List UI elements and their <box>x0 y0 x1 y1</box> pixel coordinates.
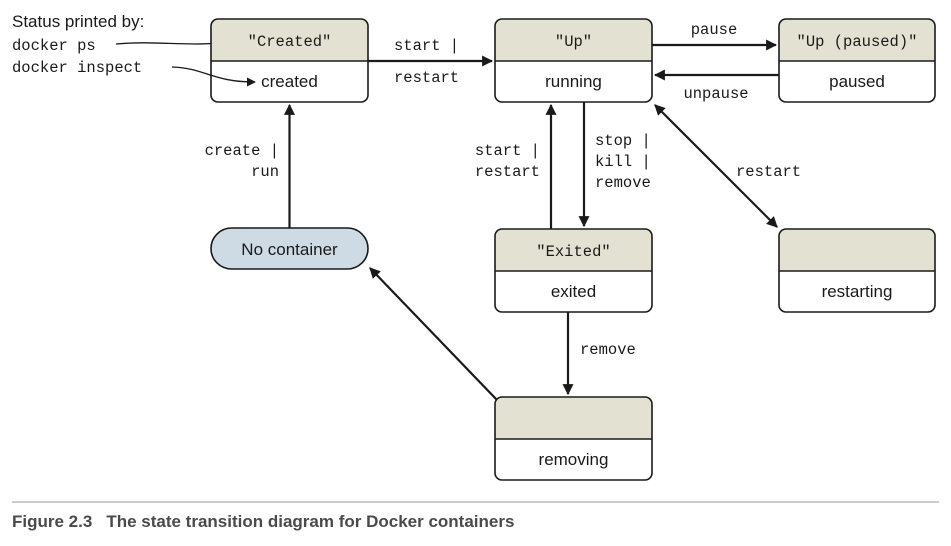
label-unpause: unpause <box>683 85 748 103</box>
exited-inspect-status: exited <box>551 282 596 301</box>
label-exited-up-2: restart <box>475 163 540 181</box>
figure-title: The state transition diagram for Docker … <box>106 512 514 531</box>
legend-inspect-pointer <box>171 66 256 87</box>
label-created-up-2: restart <box>394 69 459 87</box>
figure-number: Figure 2.3 <box>12 512 92 531</box>
label-up-exited-1: stop | <box>595 132 651 150</box>
label-up-exited-2: kill | <box>595 153 651 171</box>
label-created-up-1: start | <box>394 37 459 55</box>
up-ps-status: "Up" <box>555 33 592 51</box>
state-exited: "Exited" exited <box>494 228 653 313</box>
label-remove: remove <box>580 341 636 359</box>
arrow-up-restarting <box>654 104 778 228</box>
state-restarting: restarting <box>778 228 936 313</box>
state-up: "Up" running <box>494 18 653 103</box>
paused-inspect-status: paused <box>829 72 885 91</box>
label-restart: restart <box>736 163 801 181</box>
created-ps-status: "Created" <box>248 33 332 51</box>
no-container-label: No container <box>241 240 338 259</box>
state-no-container: No container <box>210 227 369 270</box>
legend-inspect-command: docker inspect <box>12 59 142 77</box>
exited-ps-status: "Exited" <box>536 243 610 261</box>
removing-inspect-status: removing <box>539 450 609 469</box>
legend: Status printed by: docker ps docker insp… <box>12 12 256 87</box>
label-create-1: create | <box>205 142 279 160</box>
arrow-removing-to-none <box>369 267 498 401</box>
figure-caption: Figure 2.3 The state transition diagram f… <box>12 512 514 531</box>
legend-ps-command: docker ps <box>12 37 96 55</box>
up-inspect-status: running <box>545 72 602 91</box>
created-inspect-status: created <box>261 72 318 91</box>
label-pause: pause <box>691 21 738 39</box>
restarting-inspect-status: restarting <box>822 282 893 301</box>
label-up-exited-3: remove <box>595 174 651 192</box>
paused-ps-status: "Up (paused)" <box>797 33 918 51</box>
state-created: "Created" created <box>210 18 369 103</box>
label-exited-up-1: start | <box>475 142 540 160</box>
legend-title: Status printed by: <box>12 12 144 31</box>
state-removing: removing <box>494 396 653 481</box>
state-paused: "Up (paused)" paused <box>778 18 936 103</box>
label-create-2: run <box>251 163 279 181</box>
